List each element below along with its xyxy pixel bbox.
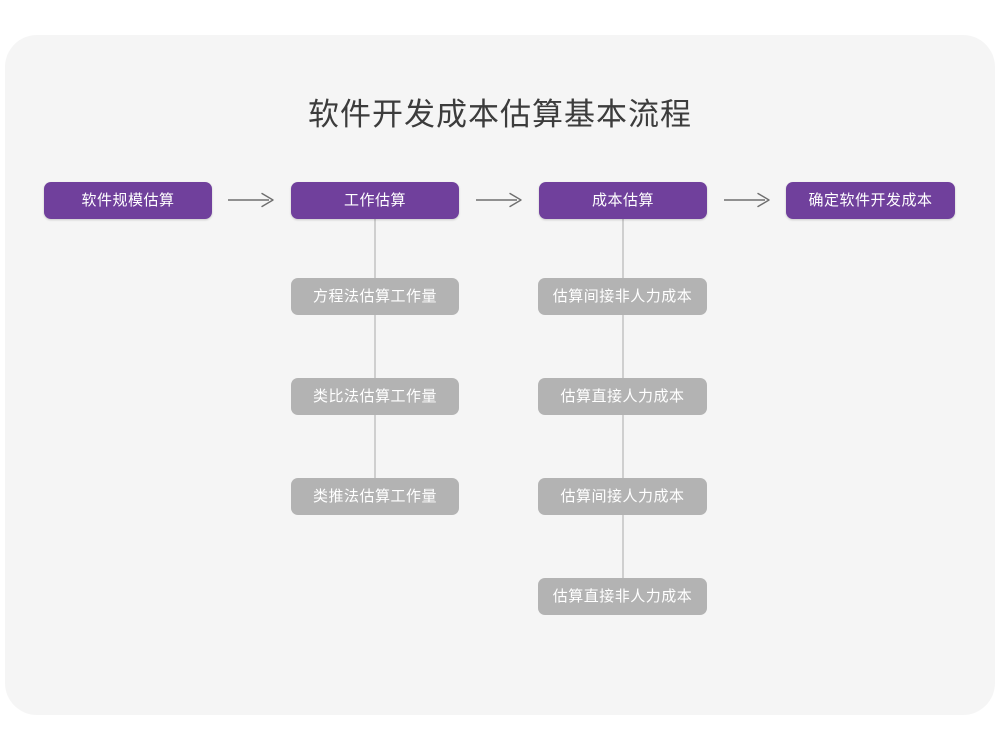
flow-substep-analogy-method-effort[interactable]: 类比法估算工作量 — [291, 378, 459, 415]
flow-step-software-size-estimation[interactable]: 软件规模估算 — [44, 182, 212, 219]
page-title: 软件开发成本估算基本流程 — [308, 97, 692, 132]
flow-substep-equation-method-effort[interactable]: 方程法估算工作量 — [291, 278, 459, 315]
flow-substep-inference-method-effort[interactable]: 类推法估算工作量 — [291, 478, 459, 515]
flow-substep-direct-labor-cost[interactable]: 估算直接人力成本 — [538, 378, 707, 415]
arrow-right-icon-1 — [228, 190, 276, 210]
flow-substep-direct-nonlabor-cost[interactable]: 估算直接非人力成本 — [538, 578, 707, 615]
flow-substep-indirect-labor-cost[interactable]: 估算间接人力成本 — [538, 478, 707, 515]
diagram-card-background — [5, 35, 995, 715]
flow-step-effort-estimation[interactable]: 工作估算 — [291, 182, 459, 219]
arrow-right-icon-2 — [476, 190, 524, 210]
flow-substep-indirect-nonlabor-cost[interactable]: 估算间接非人力成本 — [538, 278, 707, 315]
vertical-connector-column-2 — [374, 219, 376, 498]
arrow-right-icon-3 — [724, 190, 772, 210]
flow-step-cost-estimation[interactable]: 成本估算 — [539, 182, 707, 219]
flow-step-determine-development-cost[interactable]: 确定软件开发成本 — [786, 182, 955, 219]
